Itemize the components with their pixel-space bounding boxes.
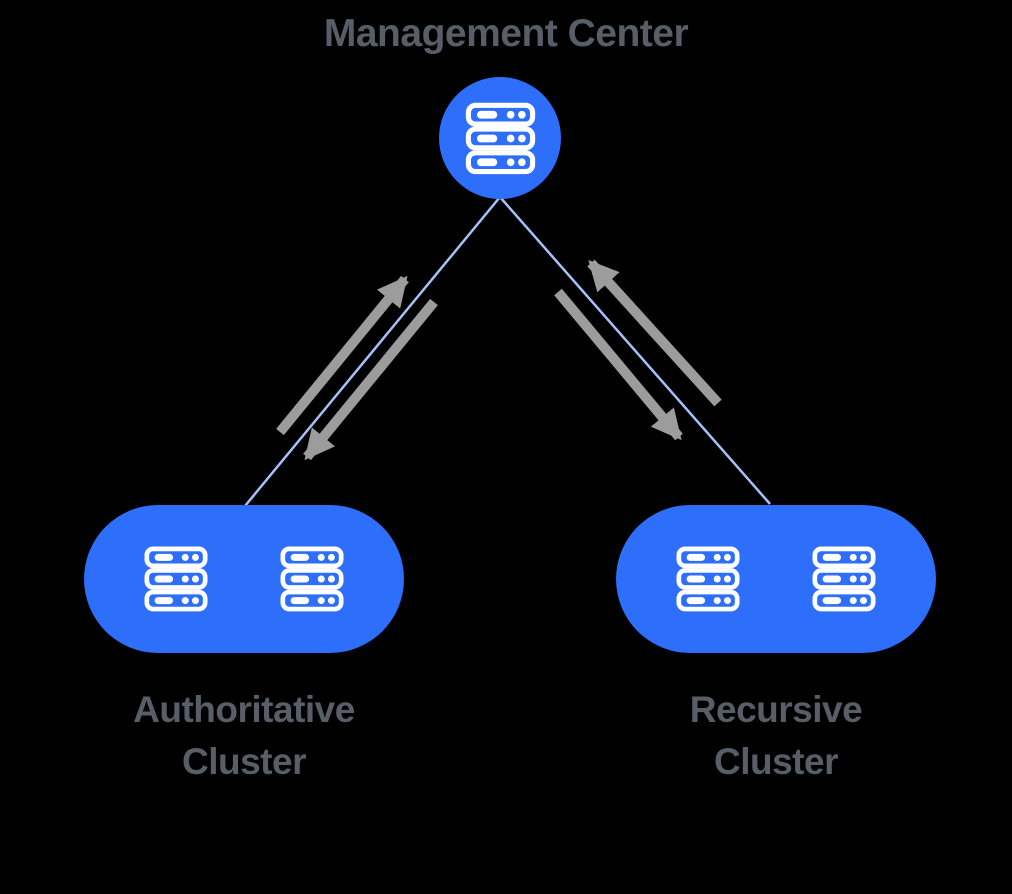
authoritative-cluster-label: Authoritative Cluster bbox=[84, 684, 404, 788]
right-connector-line bbox=[499, 196, 771, 505]
server-rack-icon bbox=[673, 544, 743, 614]
recursive-cluster-label-line1: Recursive bbox=[689, 689, 863, 730]
right-arrow-to-cluster bbox=[554, 288, 683, 441]
recursive-cluster-node bbox=[616, 505, 936, 653]
right-arrow-to-center bbox=[587, 259, 722, 407]
left-connector-line bbox=[244, 196, 501, 507]
left-arrow-to-cluster bbox=[303, 298, 438, 461]
authoritative-cluster-label-line1: Authoritative bbox=[133, 689, 355, 730]
recursive-cluster-label: Recursive Cluster bbox=[616, 684, 936, 788]
management-center-node bbox=[439, 77, 561, 199]
server-rack-icon bbox=[141, 544, 211, 614]
management-center-title: Management Center bbox=[323, 12, 689, 55]
recursive-cluster-label-line2: Cluster bbox=[714, 741, 838, 782]
server-rack-icon bbox=[462, 100, 539, 177]
left-arrow-to-center bbox=[276, 275, 409, 436]
authoritative-cluster-node bbox=[84, 505, 404, 653]
authoritative-cluster-label-line2: Cluster bbox=[182, 741, 306, 782]
server-rack-icon bbox=[809, 544, 879, 614]
server-rack-icon bbox=[277, 544, 347, 614]
